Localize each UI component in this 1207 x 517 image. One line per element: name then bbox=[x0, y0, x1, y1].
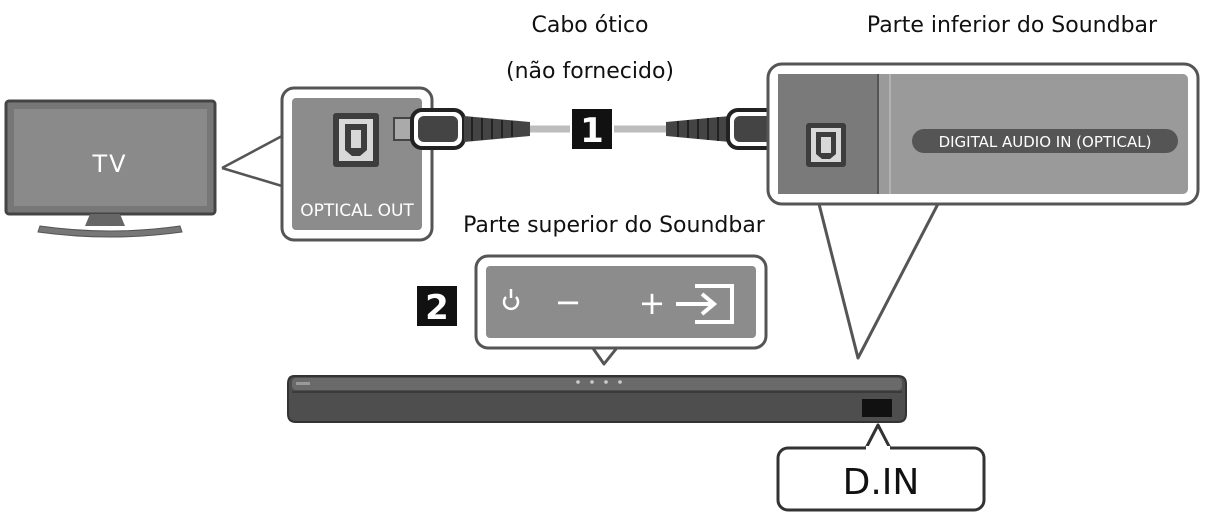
tv-illustration: TV bbox=[4, 99, 217, 238]
cable-title: Cabo ótico bbox=[531, 13, 648, 38]
soundbar-body bbox=[287, 375, 907, 423]
soundbar-top-callout: − + bbox=[474, 254, 768, 366]
soundbar-top-title: Parte superior do Soundbar bbox=[463, 213, 766, 238]
volume-up-icon: + bbox=[639, 284, 666, 322]
step-2-badge: 2 bbox=[417, 286, 457, 328]
tv-label: TV bbox=[91, 150, 127, 178]
d-in-label: D.IN bbox=[843, 462, 920, 503]
cable-subtitle: (não fornecido) bbox=[506, 59, 674, 84]
step-1-badge: 1 bbox=[572, 109, 612, 151]
d-in-callout: D.IN bbox=[776, 423, 986, 512]
soundbar-bottom-title: Parte inferior do Soundbar bbox=[867, 13, 1158, 38]
optical-in-port-icon bbox=[806, 123, 846, 167]
optical-out-label: OPTICAL OUT bbox=[300, 201, 414, 221]
source-input-icon bbox=[676, 284, 734, 324]
volume-down-icon: − bbox=[555, 283, 582, 321]
d-in-port-marker bbox=[862, 399, 892, 417]
step-2-number: 2 bbox=[425, 288, 449, 328]
power-icon bbox=[502, 289, 520, 311]
optical-out-port-icon bbox=[333, 113, 379, 167]
soundbar-bottom-callout: DIGITAL AUDIO IN (OPTICAL) bbox=[766, 62, 1200, 360]
digital-audio-in-label: DIGITAL AUDIO IN (OPTICAL) bbox=[939, 133, 1152, 151]
tv-port-callout: OPTICAL OUT bbox=[221, 86, 434, 242]
step-1-number: 1 bbox=[580, 111, 604, 151]
